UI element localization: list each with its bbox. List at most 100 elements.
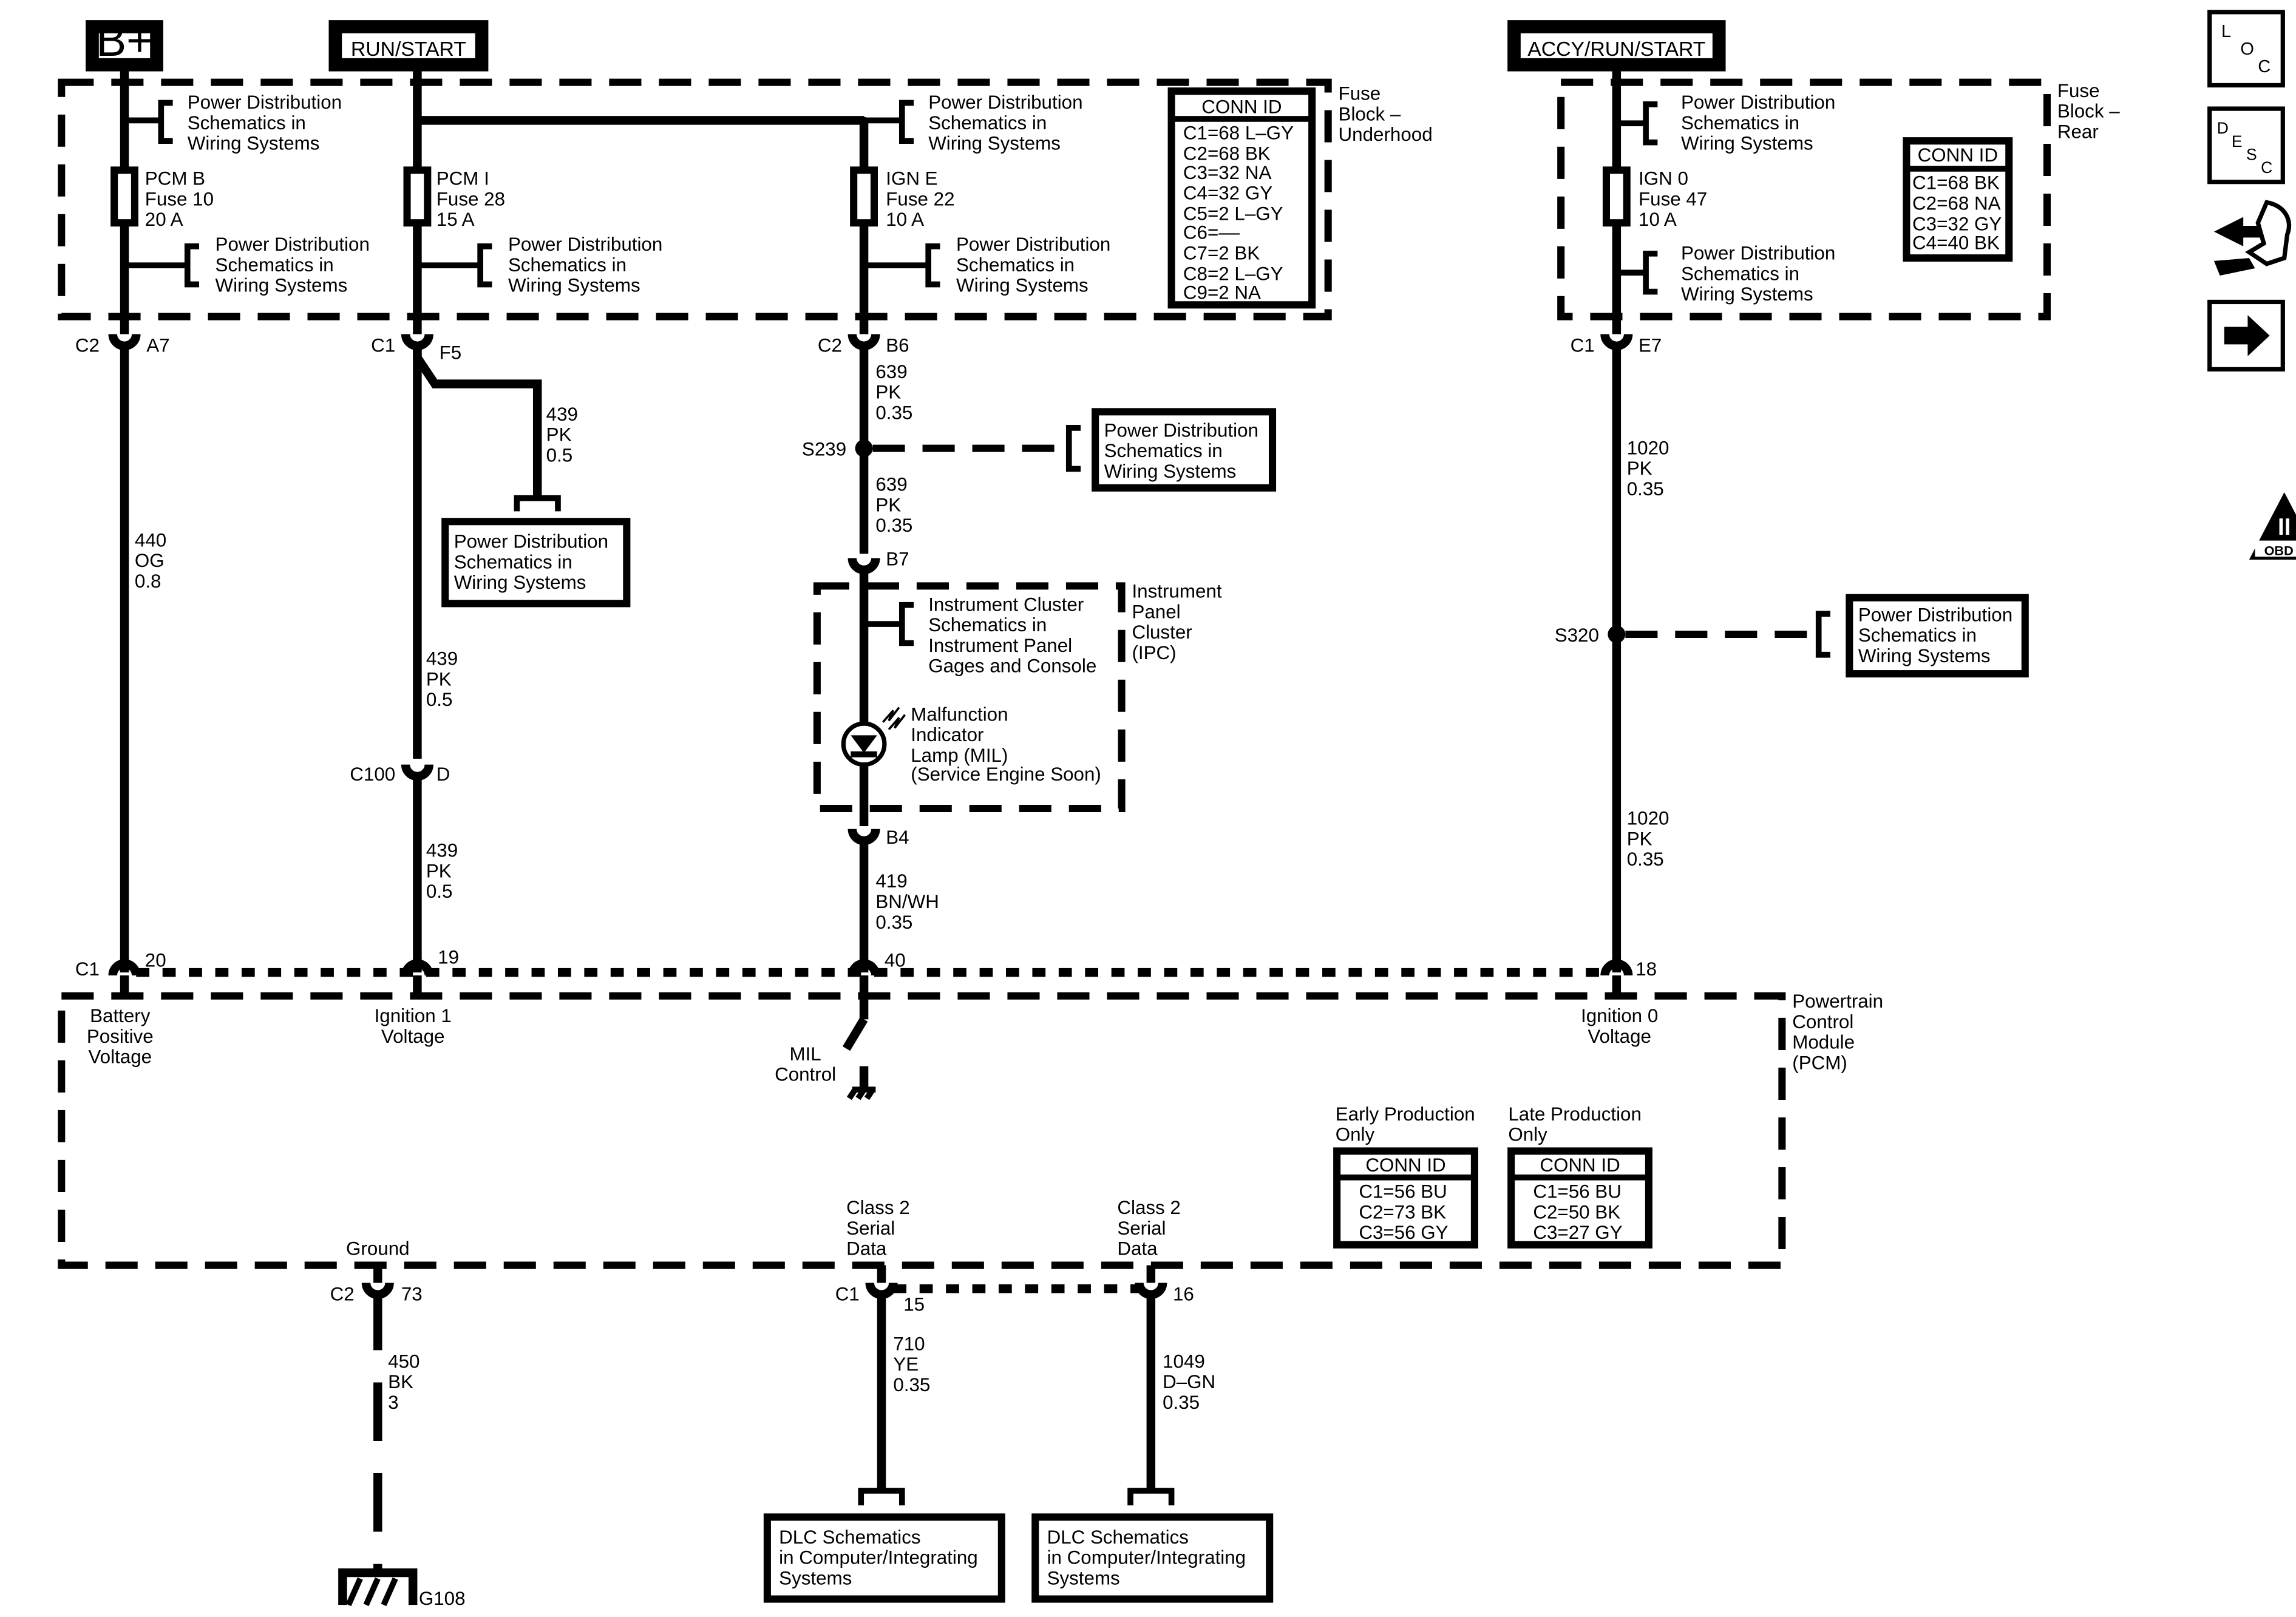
ipc-outline [813, 582, 1126, 813]
svg-text:C4=40 BK: C4=40 BK [1912, 232, 2000, 254]
svg-text:PCM B: PCM B [145, 168, 205, 189]
svg-text:C5=2 L–GY: C5=2 L–GY [1183, 203, 1283, 224]
svg-text:OG: OG [135, 550, 165, 571]
svg-text:10 A: 10 A [886, 209, 924, 230]
desc-icon[interactable]: D E S C [2207, 106, 2285, 185]
mil-label: Malfunction Indicator Lamp (MIL) (Servic… [911, 703, 1101, 785]
wire-440-label: 440 OG 0.8 [135, 529, 166, 592]
svg-text:Systems: Systems [1047, 1567, 1120, 1588]
svg-text:Schematics in: Schematics in [1681, 112, 1799, 134]
svg-text:F5: F5 [440, 342, 462, 364]
svg-text:Wiring Systems: Wiring Systems [216, 275, 348, 296]
svg-text:C2: C2 [818, 334, 842, 356]
svg-text:Power Distribution: Power Distribution [956, 234, 1110, 255]
svg-text:PK: PK [875, 382, 901, 403]
connector-c100-label: C100 D [350, 764, 450, 785]
svg-text:(IPC): (IPC) [1132, 642, 1176, 663]
svg-text:PK: PK [875, 494, 901, 515]
svg-text:C1=68 L–GY: C1=68 L–GY [1183, 123, 1294, 144]
svg-text:C: C [2258, 57, 2271, 76]
svg-text:C1=68 BK: C1=68 BK [1912, 172, 2000, 194]
svg-text:Positive: Positive [87, 1026, 154, 1047]
svg-text:Schematics in: Schematics in [508, 254, 627, 276]
fuse-28 [403, 166, 432, 227]
svg-text:Wiring Systems: Wiring Systems [928, 133, 1061, 154]
connector-wrench-icon[interactable] [2213, 200, 2292, 276]
pd-ref-box-439[interactable]: Power Distribution Schematics in Wiring … [441, 518, 631, 608]
ground-g108-label: G108 [419, 1588, 466, 1609]
svg-text:Voltage: Voltage [88, 1046, 152, 1068]
svg-text:C7=2 BK: C7=2 BK [1183, 243, 1260, 264]
wire-439-lower-label: 439 PK 0.5 [426, 840, 458, 903]
svg-text:Systems: Systems [779, 1567, 852, 1588]
svg-text:Block –: Block – [1339, 103, 1401, 124]
svg-text:Indicator: Indicator [911, 724, 983, 745]
pcm-label: Powertrain Control Module (PCM) [1792, 991, 1883, 1073]
svg-text:Fuse 47: Fuse 47 [1639, 188, 1707, 209]
svg-text:MIL: MIL [789, 1043, 821, 1065]
svg-text:Control: Control [1792, 1011, 1853, 1032]
svg-text:II: II [2278, 514, 2291, 540]
splice-s239 [855, 439, 873, 458]
svg-text:0.35: 0.35 [1627, 478, 1664, 500]
svg-text:19: 19 [438, 947, 459, 968]
pcm-pin-labels: Battery Positive Voltage Ignition 1 Volt… [87, 1005, 1658, 1085]
bottom-connector-labels: C2 73 C1 15 16 [330, 1283, 1194, 1315]
svg-text:Control: Control [775, 1064, 836, 1085]
pd-ref-box-s320[interactable]: Power Distribution Schematics in Wiring … [1846, 594, 2029, 678]
svg-text:C1: C1 [371, 334, 395, 356]
svg-text:Late Production: Late Production [1508, 1103, 1642, 1125]
svg-text:O: O [2240, 39, 2254, 59]
fuse-22 [850, 166, 878, 227]
pcm-late-production: Late Production Only CONN ID C1=56 BU C2… [1507, 1103, 1652, 1249]
pd-ref-box-s239[interactable]: Power Distribution Schematics in Wiring … [1092, 408, 1277, 492]
svg-text:C1=56 BU: C1=56 BU [1359, 1181, 1447, 1202]
pcm-outline [58, 992, 1786, 1269]
svg-text:Wiring Systems: Wiring Systems [1858, 645, 1991, 666]
svg-text:Wiring Systems: Wiring Systems [188, 133, 320, 154]
svg-text:C2=50 BK: C2=50 BK [1533, 1201, 1620, 1222]
svg-text:OBD II: OBD II [2264, 543, 2296, 558]
svg-text:YE: YE [893, 1354, 919, 1375]
loc-icon[interactable]: L O C [2207, 10, 2285, 88]
svg-text:Wiring Systems: Wiring Systems [1104, 461, 1237, 482]
svg-text:C9=2 NA: C9=2 NA [1183, 282, 1261, 303]
svg-text:Schematics in: Schematics in [928, 112, 1047, 134]
svg-text:C1=56 BU: C1=56 BU [1533, 1181, 1622, 1202]
svg-text:419: 419 [875, 870, 907, 892]
svg-text:0.35: 0.35 [893, 1374, 930, 1395]
connector-b7-label: B7 [886, 549, 909, 570]
arrow-right-icon[interactable] [2207, 299, 2285, 372]
svg-text:(Service Engine Soon): (Service Engine Soon) [911, 764, 1101, 785]
svg-text:Powertrain: Powertrain [1792, 991, 1883, 1012]
svg-text:C4=32 GY: C4=32 GY [1183, 183, 1272, 204]
dlc-ref-box-1[interactable]: DLC Schematics in Computer/Integrating S… [763, 1513, 1005, 1603]
bottom-connector-symbols [361, 1265, 1167, 1299]
svg-text:C8=2 L–GY: C8=2 L–GY [1183, 263, 1283, 284]
svg-text:Ignition 1: Ignition 1 [375, 1005, 452, 1026]
svg-text:D–GN: D–GN [1163, 1371, 1215, 1392]
svg-text:Panel: Panel [1132, 601, 1180, 622]
svg-text:0.35: 0.35 [1627, 849, 1664, 870]
svg-text:1049: 1049 [1163, 1351, 1205, 1372]
svg-text:E: E [2232, 132, 2243, 151]
svg-text:20 A: 20 A [145, 209, 183, 230]
svg-text:440: 440 [135, 529, 166, 551]
wire-710-label: 710 YE 0.35 [893, 1333, 930, 1395]
ground-g108-icon [338, 1568, 418, 1607]
dlc-ref-box-2[interactable]: DLC Schematics in Computer/Integrating S… [1031, 1513, 1274, 1603]
svg-text:0.35: 0.35 [875, 515, 912, 536]
fuse-block-rear-label: Fuse Block – Rear [2057, 80, 2120, 143]
svg-text:0.8: 0.8 [135, 571, 161, 592]
svg-text:Module: Module [1792, 1032, 1855, 1053]
svg-text:C100: C100 [350, 764, 395, 785]
svg-text:Fuse: Fuse [2057, 80, 2100, 101]
svg-text:Schematics in: Schematics in [1858, 625, 1977, 646]
fuse-block-rear-outline [1557, 78, 2051, 320]
svg-text:PK: PK [546, 424, 572, 446]
connector-b7 [847, 557, 880, 574]
svg-text:C3=56 GY: C3=56 GY [1359, 1222, 1448, 1243]
mil-lamp-icon [841, 707, 906, 767]
svg-text:73: 73 [401, 1283, 423, 1304]
svg-text:15 A: 15 A [436, 209, 475, 230]
